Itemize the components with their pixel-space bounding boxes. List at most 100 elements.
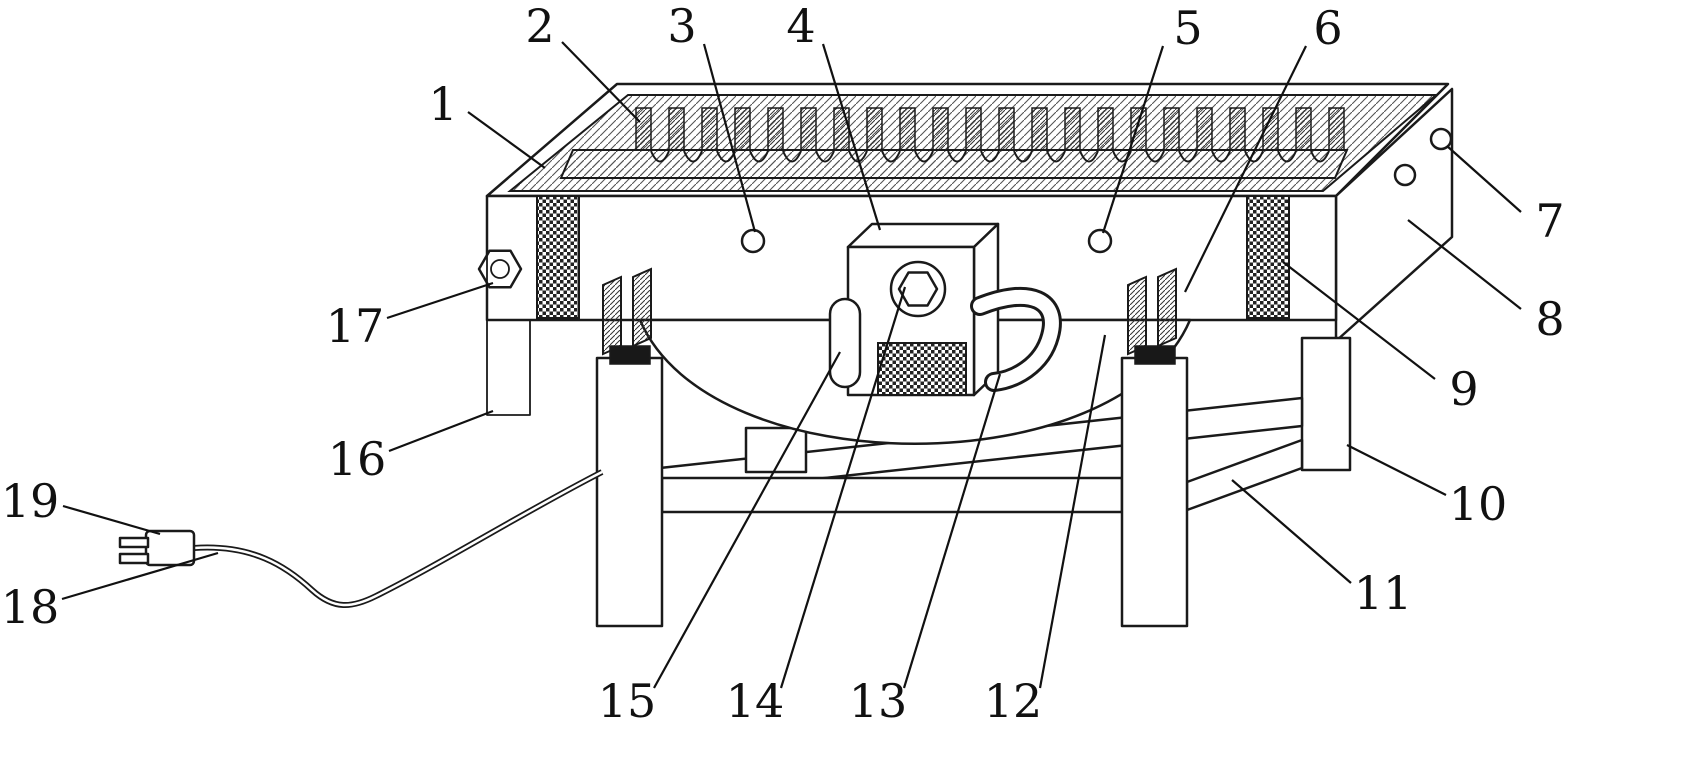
heating-wire-loop <box>749 150 769 163</box>
motor-box <box>828 222 1000 397</box>
heating-bar <box>866 107 883 151</box>
front-hole-left <box>740 228 766 254</box>
motor-mesh-vent <box>877 342 967 396</box>
heating-bar <box>1328 107 1345 151</box>
mesh-column-right <box>1246 195 1290 319</box>
part-label-2: 2 <box>525 0 554 53</box>
left-clamp-plate-a <box>602 275 622 356</box>
leader-line-16 <box>388 409 494 453</box>
part-label-15: 15 <box>598 674 657 728</box>
heating-bar <box>1295 107 1312 151</box>
part-label-12: 12 <box>984 674 1043 728</box>
power-cord-assembly <box>118 469 604 609</box>
heating-wire-loop <box>947 150 967 163</box>
tube-bore <box>973 289 1059 389</box>
heating-wire-loop <box>1244 150 1264 163</box>
part-label-7: 7 <box>1535 194 1564 248</box>
right-front-leg <box>1120 356 1189 628</box>
right-rail <box>1185 438 1304 512</box>
plug-prong-lower <box>118 552 150 565</box>
stand-frame <box>658 336 1352 514</box>
leader-line-19 <box>62 504 161 536</box>
left-hex-bolt <box>477 249 523 289</box>
leader-line-6 <box>1184 45 1307 293</box>
heating-bar <box>1064 107 1081 151</box>
heating-bar <box>635 107 652 151</box>
heating-bar <box>734 107 751 151</box>
part-label-17: 17 <box>326 299 385 353</box>
heating-bar <box>1097 107 1114 151</box>
heating-bar <box>1262 107 1279 151</box>
leader-line-11 <box>1231 479 1352 584</box>
right-clamp-plate-a <box>1127 275 1147 356</box>
panel-hole-lower <box>1393 163 1417 187</box>
heating-wire-loop <box>1013 150 1033 163</box>
heating-bar <box>767 107 784 151</box>
rear-right-post <box>1300 336 1352 472</box>
part-label-9: 9 <box>1449 362 1478 416</box>
heating-wire-loop <box>1079 150 1099 163</box>
heating-wire-loop <box>815 150 835 163</box>
leader-line-5 <box>1101 45 1165 234</box>
heating-bar <box>833 107 850 151</box>
heating-bar <box>998 107 1015 151</box>
leader-line-13 <box>902 373 1002 689</box>
right-clamp-base <box>1134 345 1176 365</box>
power-cable-core <box>193 470 603 607</box>
left-hex-bolt-center <box>490 259 510 279</box>
left-clamp-base <box>609 345 651 365</box>
front-hole-right <box>1087 228 1113 254</box>
heating-wire-loop <box>980 150 1000 163</box>
part-label-10: 10 <box>1449 477 1508 531</box>
heating-wire-loop <box>1211 150 1231 163</box>
heating-bar <box>899 107 916 151</box>
leader-line-14 <box>779 286 907 689</box>
heating-wire-loop <box>683 150 703 163</box>
part-label-1: 1 <box>428 77 457 131</box>
motor-hex-bolt <box>897 271 939 307</box>
grill-grate-top <box>485 82 1450 198</box>
heating-bar <box>1229 107 1246 151</box>
heating-bar <box>701 107 718 151</box>
part-label-16: 16 <box>328 432 387 486</box>
heating-bar <box>1196 107 1213 151</box>
stand-legs <box>595 356 1189 628</box>
part-label-18: 18 <box>1 580 60 634</box>
motor-top-face <box>846 222 1000 249</box>
heating-wire-loop <box>1310 150 1330 163</box>
part-label-6: 6 <box>1313 1 1342 55</box>
part-label-19: 19 <box>1 474 60 528</box>
leader-line-2 <box>561 41 641 123</box>
part-label-13: 13 <box>849 674 908 728</box>
motor-side-cylinder <box>828 297 862 389</box>
part-label-4: 4 <box>786 0 815 53</box>
leader-line-9 <box>1282 261 1436 380</box>
leader-line-8 <box>1407 219 1522 310</box>
heating-wire-loop <box>1112 150 1132 163</box>
plug-body <box>144 529 196 567</box>
heating-bar <box>800 107 817 151</box>
heating-wire-loop <box>1277 150 1297 163</box>
heating-wire-loop <box>1178 150 1198 163</box>
left-front-leg <box>595 356 664 628</box>
left-clamp-plate-b <box>632 267 652 348</box>
right-clamp-plate-b <box>1157 267 1177 348</box>
panel-hole-upper <box>1429 127 1453 151</box>
heating-wire-loop <box>650 150 670 163</box>
leader-line-17 <box>386 281 494 320</box>
heating-bar <box>1130 107 1147 151</box>
leader-line-15 <box>653 351 841 689</box>
heating-bar <box>965 107 982 151</box>
heating-wire-loop <box>1046 150 1066 163</box>
mesh-column-left <box>536 195 580 319</box>
heating-bar <box>932 107 949 151</box>
heating-wire-loop <box>914 150 934 163</box>
leader-line-12 <box>1038 334 1107 689</box>
grate-front-band <box>559 149 1349 179</box>
heating-elements-row <box>635 107 1345 163</box>
part-label-8: 8 <box>1535 292 1564 346</box>
heating-wire-loop <box>1145 150 1165 163</box>
